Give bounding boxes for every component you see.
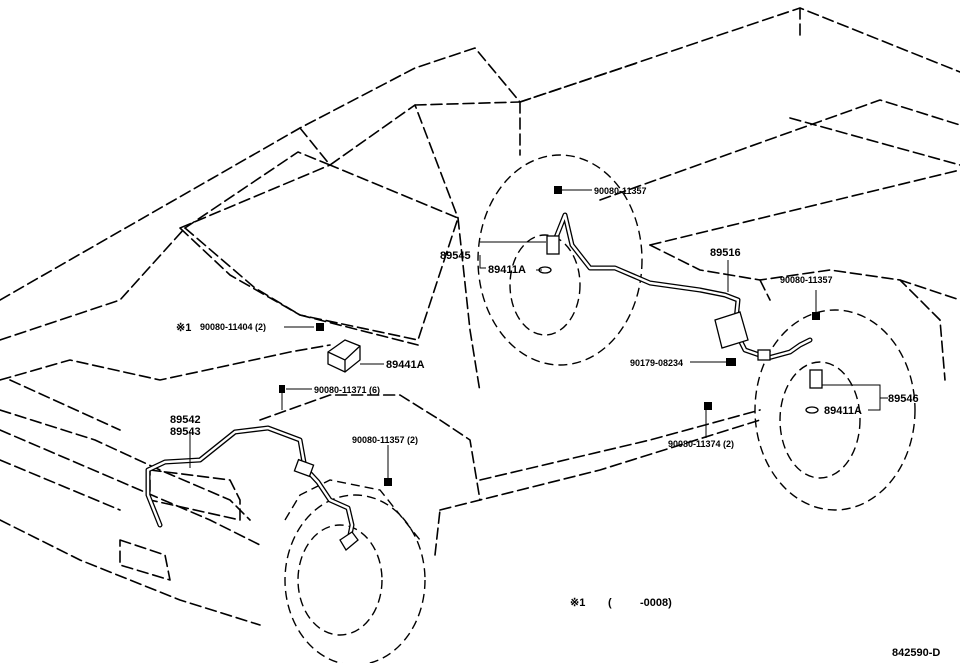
footnote: ※1 ( -0008) bbox=[570, 597, 672, 609]
right-rear-wheel bbox=[754, 309, 916, 511]
drawing-code: 842590-D bbox=[892, 647, 940, 659]
label-90080-11357-left-rear: 90080-11357 bbox=[594, 186, 647, 196]
right-rear-speed-sensor bbox=[805, 369, 823, 414]
footnote-open-paren: ( bbox=[608, 597, 612, 609]
label-89545: 89545 bbox=[440, 250, 471, 262]
label-89411a-right: 89411A bbox=[824, 405, 862, 417]
label-89441a: 89441A bbox=[386, 359, 425, 371]
label-90080-11357-front: 90080-11357 (2) bbox=[352, 435, 418, 445]
left-rear-speed-sensor bbox=[538, 235, 560, 274]
label-90080-11404: 90080-11404 (2) bbox=[200, 322, 266, 332]
abs-ecu-89441a bbox=[327, 339, 361, 373]
label-90080-11357-right-rear: 90080-11357 bbox=[780, 275, 833, 285]
note-mark-front: ※1 bbox=[176, 322, 191, 334]
rear-harness-wire bbox=[552, 212, 813, 361]
part-labels: ※1 90080-11404 (2) 89441A 90080-11371 (6… bbox=[170, 186, 919, 449]
label-89542: 89542 bbox=[170, 414, 201, 426]
label-89543: 89543 bbox=[170, 426, 201, 438]
footnote-mark: ※1 bbox=[570, 597, 585, 609]
rear-junction-block bbox=[714, 311, 771, 361]
leader-lines bbox=[189, 189, 888, 478]
label-89411a-left: 89411A bbox=[488, 264, 526, 276]
bolts bbox=[279, 186, 820, 486]
vehicle-body-outline bbox=[0, 7, 960, 626]
footnote-range: -0008) bbox=[640, 597, 672, 609]
front-harness-wire bbox=[145, 425, 355, 548]
label-89516: 89516 bbox=[710, 247, 741, 259]
label-89546: 89546 bbox=[888, 393, 919, 405]
label-90080-11371: 90080-11371 (6) bbox=[314, 385, 380, 395]
label-90080-11374: 90080-11374 (2) bbox=[668, 439, 734, 449]
left-rear-wheel bbox=[477, 154, 643, 366]
front-harness-connector bbox=[293, 458, 315, 478]
label-90179-08234: 90179-08234 bbox=[630, 358, 683, 368]
front-wheel bbox=[284, 479, 426, 663]
front-speed-sensor bbox=[339, 531, 359, 551]
